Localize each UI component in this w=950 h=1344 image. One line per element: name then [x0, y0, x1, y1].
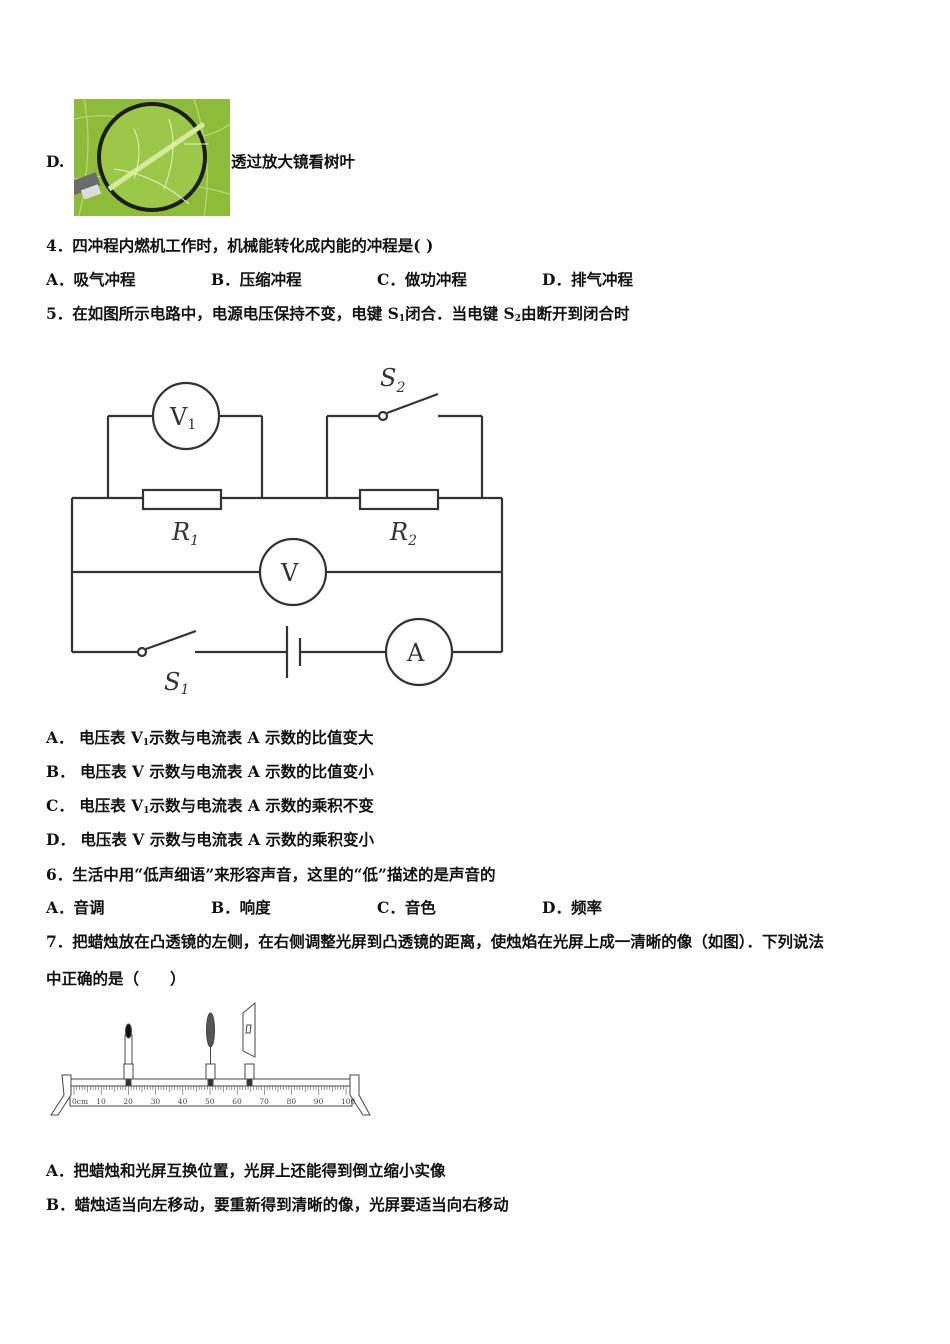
q7-stem-line2: 中正确的是（ ） [46, 969, 186, 988]
v-label: V [280, 559, 299, 587]
svg-text:0cm: 0cm [72, 1097, 88, 1106]
q6-option-c: C．音色 [377, 898, 436, 917]
q5-option-d: D． 电压表 V 示数与电流表 A 示数的乘积变小 [46, 830, 375, 849]
q3-option-d-text: 透过放大镜看树叶 [231, 152, 356, 171]
svg-text:70: 70 [259, 1097, 269, 1106]
q4-option-c: C．做功冲程 [377, 270, 467, 289]
q4-option-d: D．排气冲程 [542, 270, 633, 289]
a-label: A [406, 639, 425, 667]
q5-option-b: B． 电压表 V 示数与电流表 A 示数的比值变小 [46, 762, 374, 781]
q5-option-a: A． 电压表 V1示数与电流表 A 示数的比值变大 [46, 728, 374, 748]
optical-bench-diagram: 0cm 10 20 30 40 50 60 70 80 90 100 [40, 995, 380, 1125]
svg-text:10: 10 [96, 1097, 106, 1106]
r2-label: R2 [389, 518, 417, 549]
svg-text:60: 60 [232, 1097, 242, 1106]
svg-text:90: 90 [314, 1097, 324, 1106]
q5-stem: 5．在如图所示电路中，电源电压保持不变，电键 S1闭合．当电键 S2由断开到闭合… [46, 304, 630, 324]
q7-stem-line1: 7．把蜡烛放在凸透镜的左侧，在右侧调整光屏到凸透镜的距离，使烛焰在光屏上成一清晰… [46, 932, 825, 951]
magnifier-leaf-image [74, 99, 230, 216]
q6-option-b: B．响度 [211, 898, 271, 917]
r1-label: R1 [171, 518, 199, 549]
circuit-diagram: V1 S2 R1 R2 V A S1 [60, 350, 520, 700]
q6-option-d: D．频率 [542, 898, 602, 917]
q4-option-a: A．吸气冲程 [46, 270, 136, 289]
q7-option-a: A．把蜡烛和光屏互换位置，光屏上还能得到倒立缩小实像 [46, 1161, 446, 1180]
svg-text:100: 100 [341, 1097, 356, 1106]
q4-stem: 4．四冲程内燃机工作时，机械能转化成内能的冲程是( ) [46, 236, 434, 255]
q6-option-a: A．音调 [46, 898, 105, 917]
q4-option-b: B．压缩冲程 [211, 270, 302, 289]
s1-label: S1 [164, 668, 189, 698]
svg-text:20: 20 [123, 1097, 133, 1106]
svg-text:40: 40 [178, 1097, 188, 1106]
q5-option-c: C． 电压表 V1示数与电流表 A 示数的乘积不变 [46, 796, 374, 816]
q7-option-b: B．蜡烛适当向左移动，要重新得到清晰的像，光屏要适当向右移动 [46, 1195, 509, 1214]
s2-label: S2 [380, 364, 405, 396]
svg-text:30: 30 [151, 1097, 161, 1106]
q6-stem: 6．生活中用“低声细语”来形容声音，这里的“低”描述的是声音的 [46, 865, 496, 884]
q3-option-d-label: D. [46, 152, 65, 171]
svg-text:50: 50 [205, 1097, 215, 1106]
scale-ticks [73, 1086, 347, 1095]
svg-text:80: 80 [287, 1097, 297, 1106]
